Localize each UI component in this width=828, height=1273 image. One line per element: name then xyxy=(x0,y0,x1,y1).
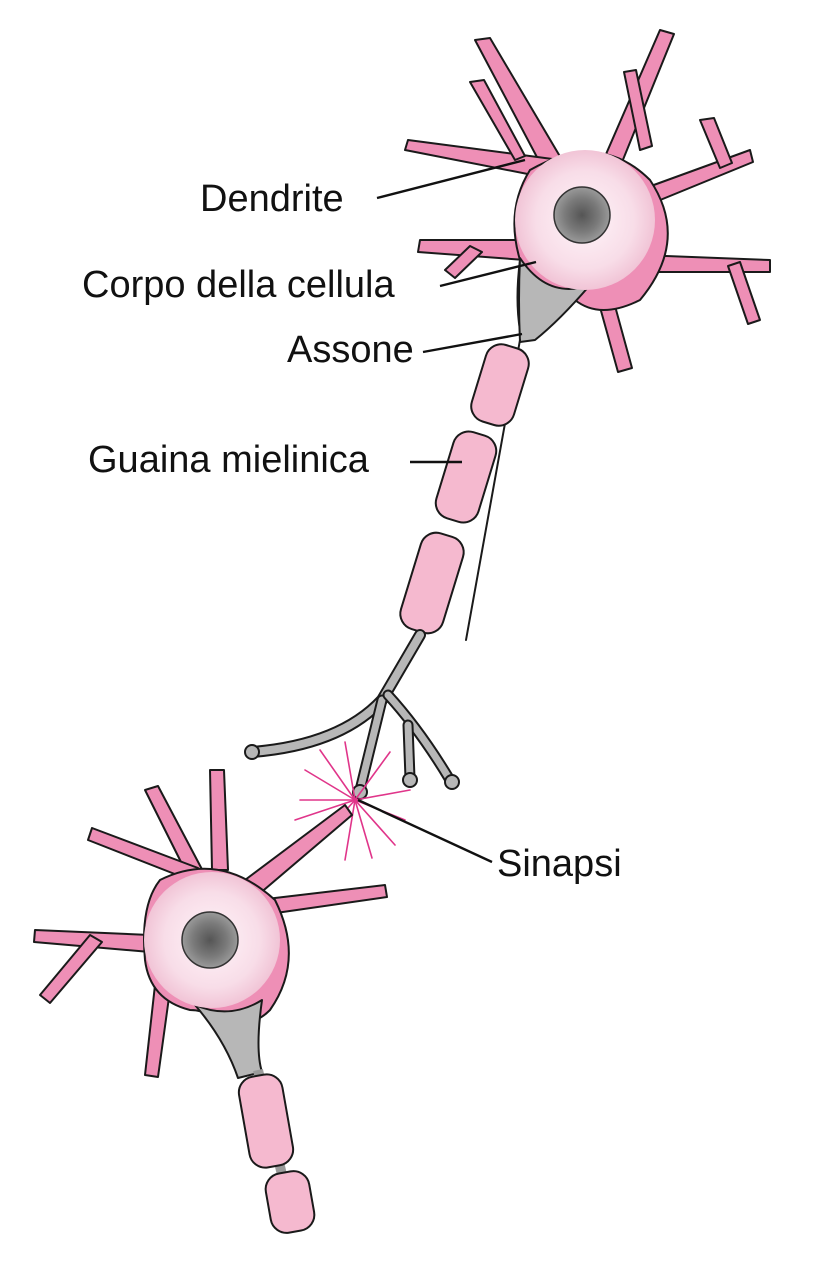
label-synapse: Sinapsi xyxy=(357,798,622,885)
upper-neuron xyxy=(399,29,771,641)
lower-neuron xyxy=(33,769,388,1234)
lower-axon-hillock xyxy=(194,999,263,1079)
label-dendrite: Dendrite xyxy=(200,158,526,220)
lower-nucleus xyxy=(181,911,239,969)
axon-terminals xyxy=(244,629,460,800)
leader-axon xyxy=(422,332,523,354)
label-axon: Assone xyxy=(287,329,523,371)
label-myelin-sheath: Guaina mielinica xyxy=(88,439,462,481)
label-cell-body-text: Corpo della cellula xyxy=(82,264,395,306)
label-synapse-text: Sinapsi xyxy=(497,843,622,885)
leader-cell-body xyxy=(439,260,537,288)
leader-dendrite xyxy=(376,158,526,200)
label-dendrite-text: Dendrite xyxy=(200,178,344,220)
upper-nucleus xyxy=(553,186,611,244)
label-cell-body: Corpo della cellula xyxy=(82,260,537,306)
lower-myelin-segments xyxy=(237,1073,316,1234)
label-axon-text: Assone xyxy=(287,329,414,371)
leader-synapse xyxy=(357,798,493,864)
lower-dendrites xyxy=(33,769,388,1078)
upper-axon-hillock xyxy=(518,257,591,343)
upper-myelin-segments xyxy=(399,343,530,635)
label-myelin-sheath-text: Guaina mielinica xyxy=(88,439,370,481)
